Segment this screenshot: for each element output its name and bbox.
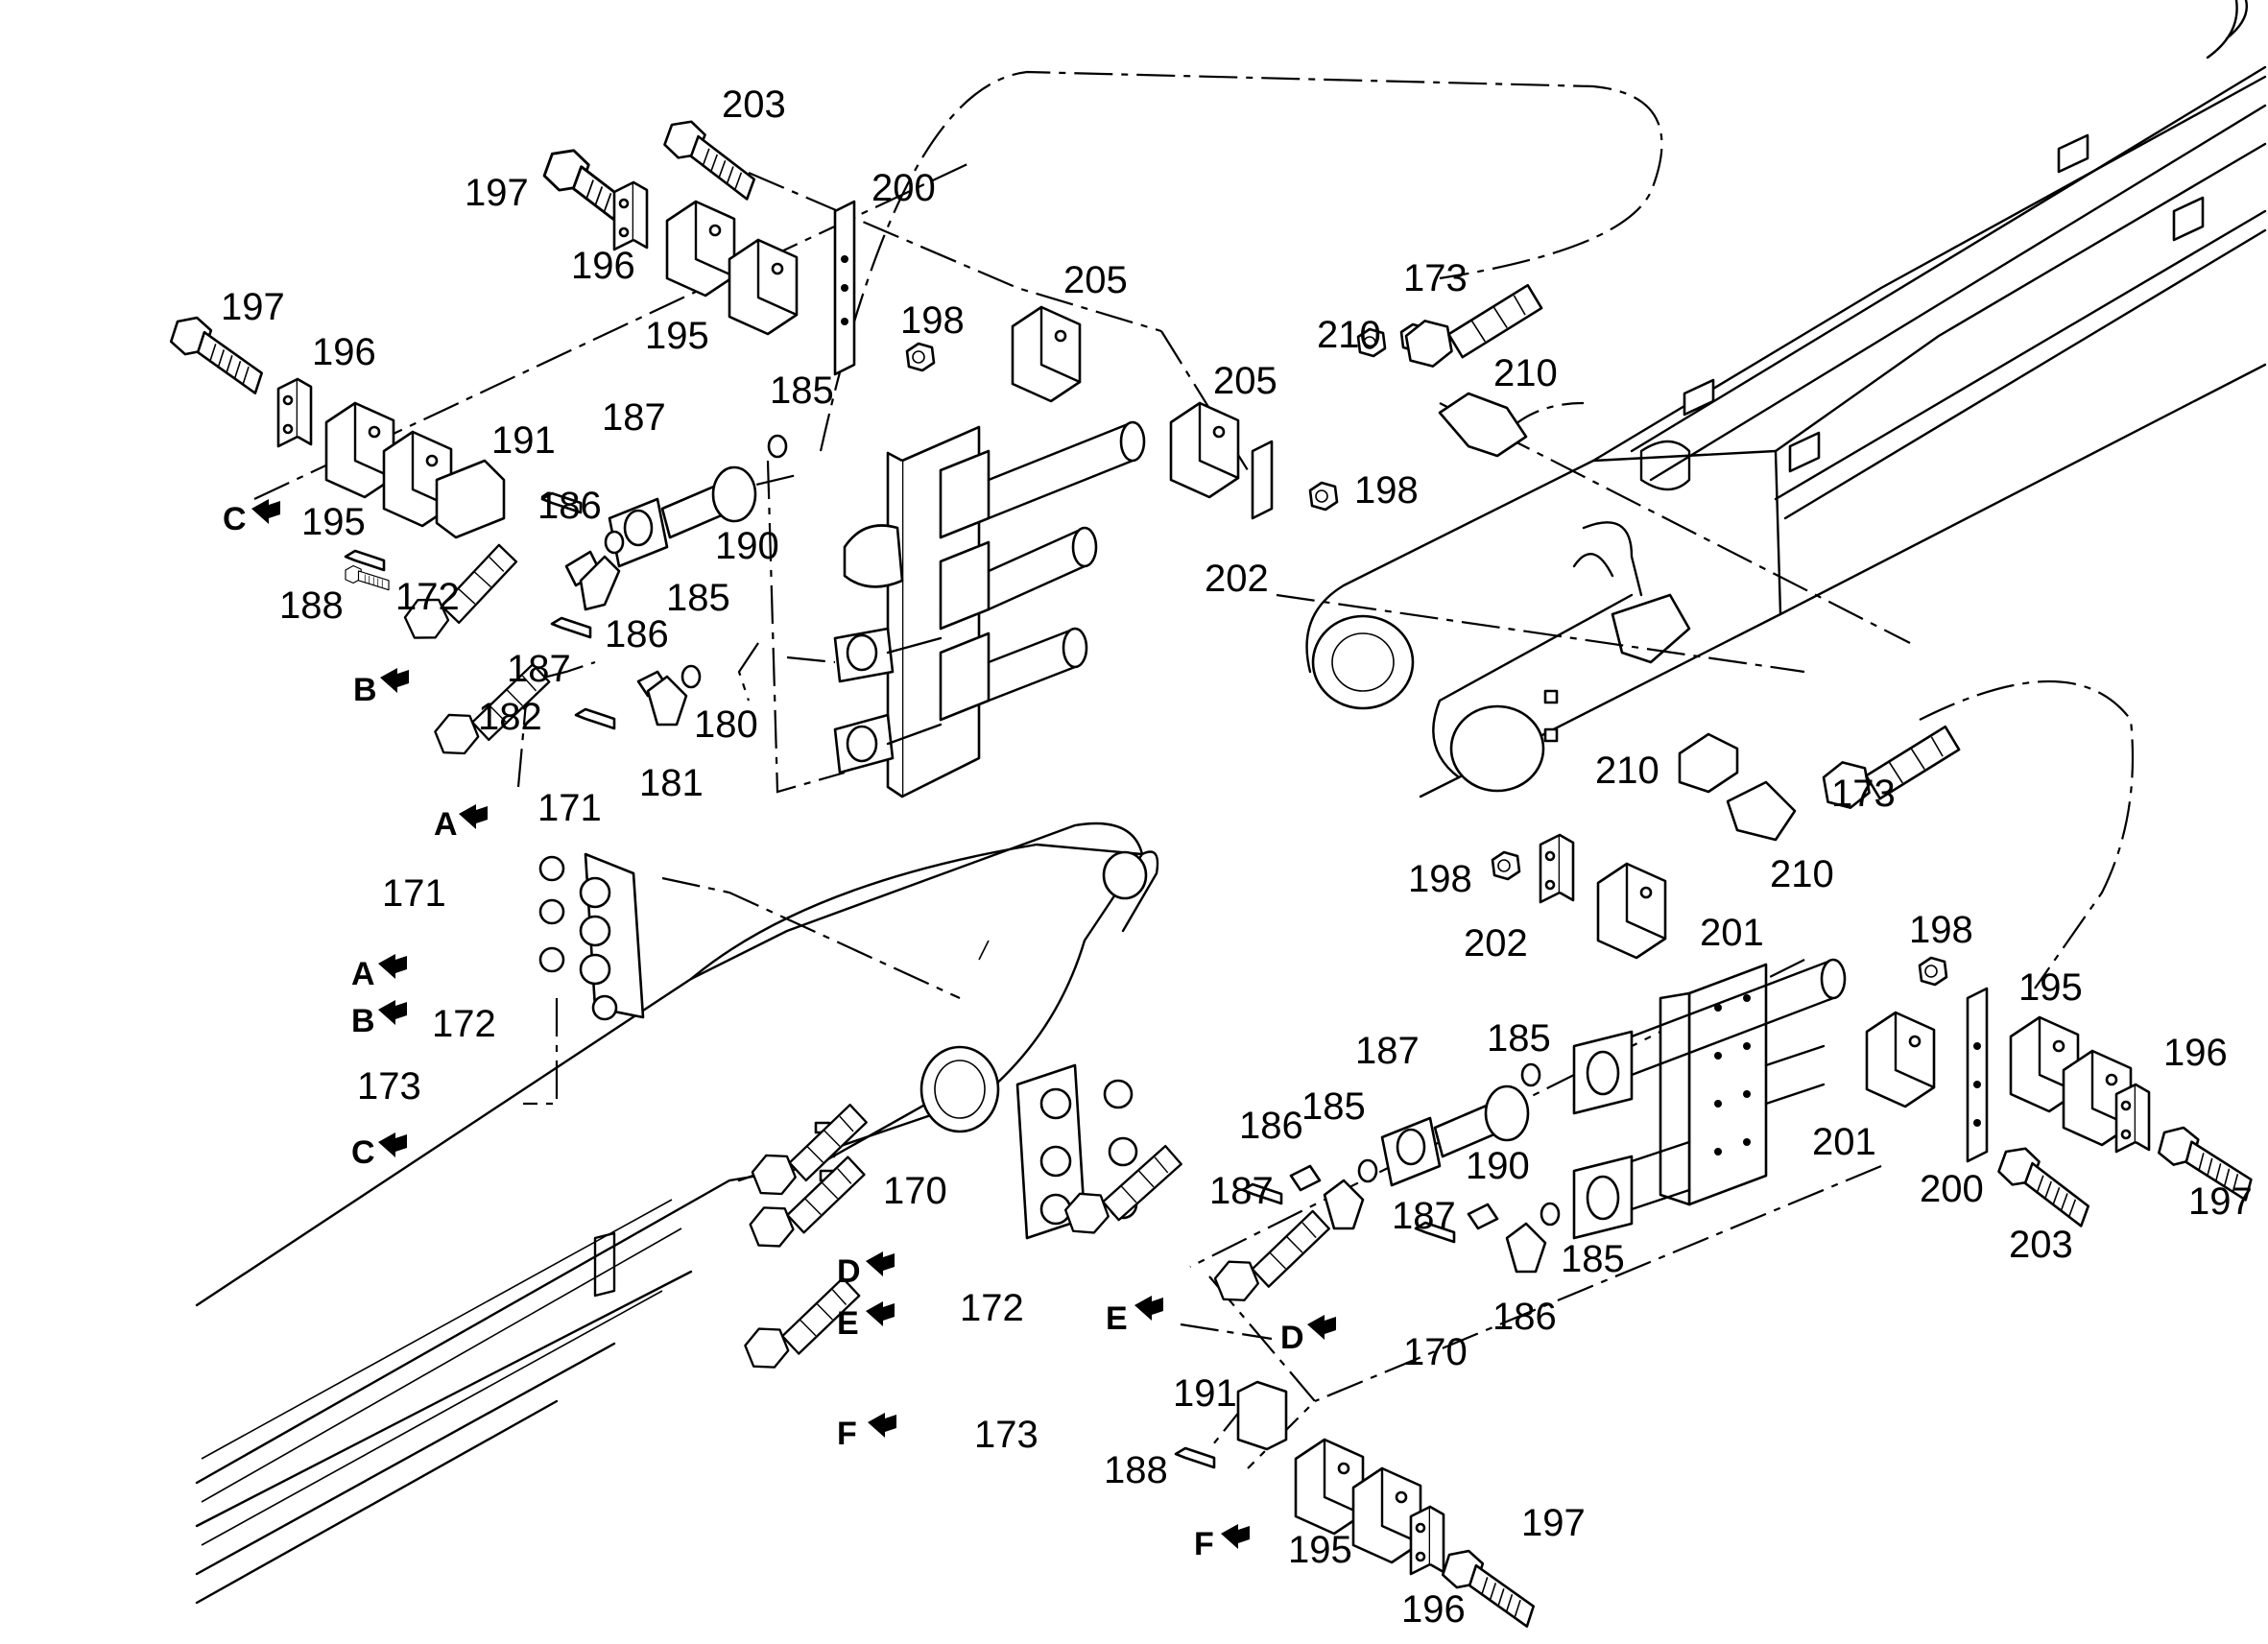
manifold-lower xyxy=(1572,958,1847,1240)
callout: 200 xyxy=(871,167,936,209)
callout: 203 xyxy=(722,83,786,126)
callout: 198 xyxy=(900,299,965,342)
connection-letter: D xyxy=(837,1253,861,1290)
callout: 196 xyxy=(2163,1032,2228,1074)
callout: 210 xyxy=(1595,750,1659,792)
callout: 186 xyxy=(537,485,602,527)
callout: 188 xyxy=(1104,1449,1168,1491)
callout-numbers: 203 197 200 196 205 173 197 196 195 198 … xyxy=(221,83,2253,1631)
callout: 202 xyxy=(1464,922,1528,965)
callout: 171 xyxy=(537,787,602,829)
callout: 185 xyxy=(1487,1017,1551,1060)
callout: 191 xyxy=(1173,1372,1237,1415)
connection-letter: B xyxy=(351,1003,375,1039)
callout: 173 xyxy=(1831,773,1896,815)
callout: 205 xyxy=(1213,360,1277,402)
callout: 195 xyxy=(645,315,709,357)
callout: 198 xyxy=(1408,858,1472,900)
callout: 187 xyxy=(507,648,571,690)
callout: 201 xyxy=(1700,912,1764,954)
callout: 198 xyxy=(1354,469,1419,512)
callout: 170 xyxy=(883,1170,947,1212)
callout: 181 xyxy=(639,762,704,804)
callout: 172 xyxy=(395,576,460,618)
callout: 173 xyxy=(974,1414,1039,1456)
callout: 187 xyxy=(602,396,666,439)
callout: 186 xyxy=(605,613,669,655)
callout: 187 xyxy=(1355,1030,1420,1072)
callout: 198 xyxy=(1909,909,1973,951)
parts-lower-center xyxy=(734,1100,1545,1628)
boom-structure xyxy=(195,0,2267,1605)
callout: 185 xyxy=(1561,1238,1625,1280)
callout: 196 xyxy=(312,331,376,373)
callout: 197 xyxy=(1521,1502,1586,1544)
callout: 173 xyxy=(357,1065,421,1108)
connection-letter: A xyxy=(351,956,375,992)
connection-letter: E xyxy=(1106,1300,1128,1337)
connection-letter: C xyxy=(223,501,247,537)
callout: 190 xyxy=(1466,1145,1530,1187)
callout: 170 xyxy=(1403,1331,1468,1373)
connection-letter: F xyxy=(1194,1526,1214,1562)
callout: 180 xyxy=(694,703,758,746)
parts-upper-left xyxy=(162,114,1339,762)
callout: 188 xyxy=(279,584,344,627)
callout: 195 xyxy=(1288,1529,1352,1571)
callout: 186 xyxy=(1492,1296,1557,1338)
connection-letter: D xyxy=(1280,1320,1304,1356)
callout: 186 xyxy=(1239,1105,1303,1147)
callout: 182 xyxy=(478,696,542,738)
callout: 200 xyxy=(1920,1168,1984,1210)
callout: 195 xyxy=(2018,966,2083,1009)
callout: 190 xyxy=(715,525,779,567)
callout: 195 xyxy=(301,501,366,543)
callout: 191 xyxy=(491,419,556,462)
callout: 205 xyxy=(1063,259,1128,301)
callout: 197 xyxy=(221,286,285,328)
callout: 210 xyxy=(1493,352,1558,394)
connection-letter: B xyxy=(353,672,377,708)
callout: 185 xyxy=(770,369,834,412)
callout: 197 xyxy=(2188,1180,2253,1223)
port-plate-left xyxy=(538,852,645,1021)
callout: 172 xyxy=(432,1003,496,1045)
callout: 185 xyxy=(666,577,730,619)
callout: 185 xyxy=(1301,1085,1366,1128)
callout: 173 xyxy=(1403,257,1468,299)
callout: 187 xyxy=(1392,1195,1456,1237)
callout: 172 xyxy=(960,1287,1024,1329)
callout: 197 xyxy=(465,172,529,214)
parts-middle-right xyxy=(1055,833,2261,1309)
connection-letter: F xyxy=(837,1416,857,1452)
callout: 187 xyxy=(1209,1170,1274,1212)
callout: 171 xyxy=(382,872,446,915)
connection-letter: E xyxy=(837,1305,859,1342)
parts-upper-right xyxy=(1356,282,1968,842)
callout: 201 xyxy=(1812,1121,1876,1163)
callout: 210 xyxy=(1770,853,1834,895)
connection-letter: A xyxy=(434,806,458,843)
callout: 202 xyxy=(1205,558,1269,600)
callout: 196 xyxy=(1401,1588,1466,1631)
callout: 210 xyxy=(1317,314,1381,356)
connection-letter: C xyxy=(351,1134,375,1171)
callout: 203 xyxy=(2009,1224,2073,1266)
connection-markers: C B A A B C D E F E D F xyxy=(223,499,1336,1562)
callout: 196 xyxy=(571,245,635,287)
manifold-upper xyxy=(833,420,1146,798)
